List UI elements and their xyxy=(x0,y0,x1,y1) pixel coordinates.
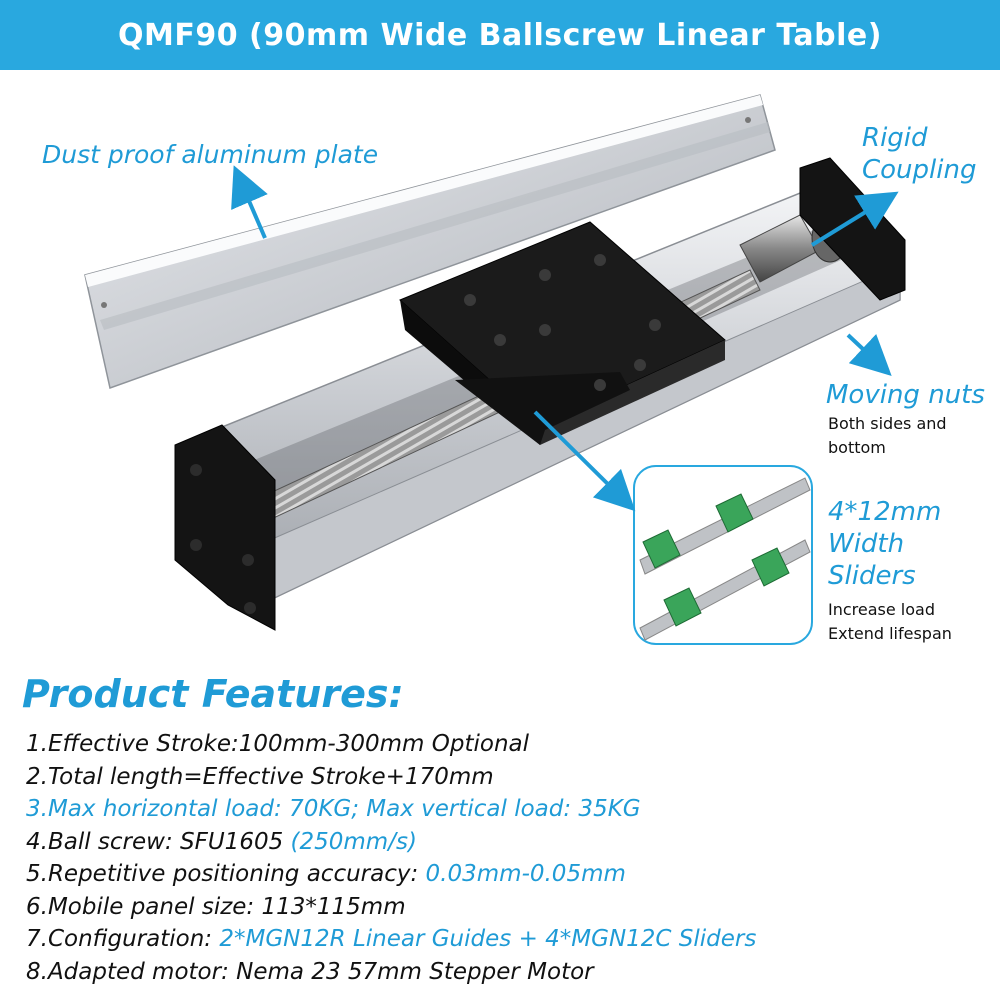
feature-number: 1. xyxy=(26,731,48,757)
moving-carriage xyxy=(399,221,726,445)
page-title: QMF90 (90mm Wide Ballscrew Linear Table) xyxy=(118,17,882,53)
feature-text: Repetitive positioning accuracy: xyxy=(47,861,426,887)
feature-number: 5. xyxy=(26,861,48,887)
feature-text: 2*MGN12R Linear Guides + 4*MGN12C Slider… xyxy=(219,926,757,952)
feature-text: (250mm/s) xyxy=(290,828,417,855)
dust-cover-label: Dust proof aluminum plate xyxy=(42,140,379,169)
moving-nuts-label: Moving nuts xyxy=(826,380,985,410)
linear-table-illustration xyxy=(84,94,906,645)
feature-item: 5.Repetitive positioning accuracy: 0.03m… xyxy=(26,858,756,891)
feature-item: 4.Ball screw: SFU1605 (250mm/s) xyxy=(26,826,756,859)
feature-item: 1.Effective Stroke:100mm-300mm Optional xyxy=(26,728,756,761)
feature-text: Configuration: xyxy=(47,926,220,952)
callout-arrows xyxy=(231,165,899,512)
feature-item: 8.Adapted motor: Nema 23 57mm Stepper Mo… xyxy=(26,956,756,989)
feature-number: 7. xyxy=(26,926,48,952)
feature-text: Adapted motor: Nema 23 57mm Stepper Moto… xyxy=(47,958,594,985)
rear-end-cap xyxy=(799,157,906,301)
feature-text: Effective Stroke:100mm-300mm Optional xyxy=(47,731,529,757)
sliders-subtext: Increase load Extend lifespan xyxy=(828,600,952,643)
dust-cover-plate xyxy=(84,94,776,389)
feature-number: 8. xyxy=(26,958,48,985)
feature-item: 3.Max horizontal load: 70KG; Max vertica… xyxy=(26,793,756,826)
front-end-cap xyxy=(174,424,276,631)
rigid-coupling-label: Rigid Coupling xyxy=(862,123,977,185)
feature-item: 6.Mobile panel size: 113*115mm xyxy=(26,891,756,924)
feature-number: 4. xyxy=(26,828,48,855)
feature-text: 0.03mm-0.05mm xyxy=(425,861,626,887)
moving-nuts-subtext: Both sides and bottom xyxy=(828,414,947,457)
feature-text: Mobile panel size: 113*115mm xyxy=(47,893,406,920)
feature-text: Ball screw: SFU1605 xyxy=(47,828,291,855)
feature-text: Max horizontal load: 70KG; Max vertical … xyxy=(47,796,641,822)
sliders-label: 4*12mm Width Sliders xyxy=(828,497,942,591)
features-heading: Product Features: xyxy=(22,672,404,716)
feature-item: 2.Total length=Effective Stroke+170mm xyxy=(26,761,756,794)
feature-number: 2. xyxy=(26,763,48,790)
feature-number: 6. xyxy=(26,893,48,920)
slider-inset xyxy=(633,465,813,645)
title-banner: QMF90 (90mm Wide Ballscrew Linear Table) xyxy=(0,0,1000,70)
feature-item: 7.Configuration: 2*MGN12R Linear Guides … xyxy=(26,923,756,956)
feature-text: Total length=Effective Stroke+170mm xyxy=(47,763,494,790)
feature-number: 3. xyxy=(26,796,48,822)
